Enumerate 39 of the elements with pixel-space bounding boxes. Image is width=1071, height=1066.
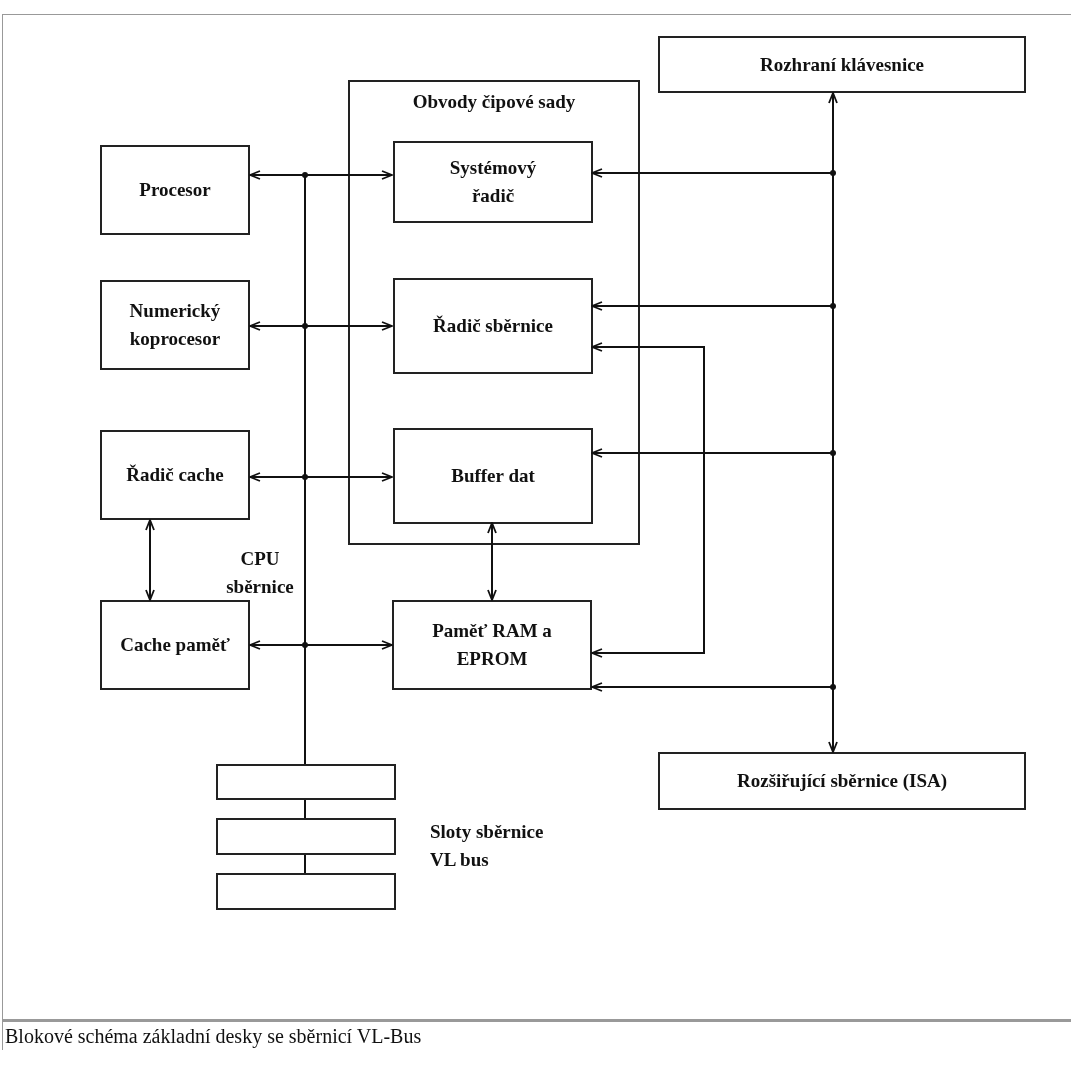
connector-line	[145, 519, 155, 601]
block-label: Systémový řadič	[448, 156, 538, 208]
block-box	[658, 36, 1026, 93]
caption: Blokové schéma základní desky se sběrnicí VL-Bus	[2, 1020, 1071, 1050]
block-box	[100, 145, 250, 235]
block-label: Rozšiřující sběrnice (ISA)	[737, 769, 947, 794]
bus-label: CPU sběrnice	[225, 547, 295, 599]
connector-line	[304, 799, 306, 819]
block-box	[393, 141, 593, 223]
block-box	[658, 752, 1026, 810]
block-label: Numerický koprocesor	[128, 299, 222, 351]
block-box	[100, 280, 250, 370]
connector-line	[591, 682, 834, 753]
slot-box	[216, 873, 396, 910]
chipset-group-box	[348, 80, 640, 545]
connector-line	[828, 92, 838, 753]
block-box	[100, 430, 250, 520]
block-label: Procesor	[139, 178, 211, 203]
connector-line	[249, 321, 393, 331]
block-label: Cache paměť	[120, 633, 230, 658]
connector-line	[304, 854, 306, 874]
block-label: Řadič sběrnice	[433, 314, 553, 339]
block-box	[392, 600, 592, 690]
group-heading: Obvody čipové sady	[411, 90, 577, 114]
block-label: Rozhraní klávesnice	[759, 52, 925, 77]
connector-line	[249, 640, 393, 650]
slot-box	[216, 818, 396, 855]
block-box	[100, 600, 250, 690]
connector-line	[591, 342, 705, 658]
block-label: Paměť RAM a EPROM	[431, 619, 553, 671]
slot-box	[216, 764, 396, 800]
connector-line	[249, 472, 393, 482]
block-box	[393, 278, 593, 374]
bus-label: Sloty sběrnice VL bus	[430, 820, 545, 872]
block-label: Řadič cache	[126, 463, 224, 488]
block-box	[393, 428, 593, 524]
connector-line	[249, 170, 393, 180]
block-label: Buffer dat	[451, 464, 535, 489]
connector-line	[487, 522, 497, 601]
